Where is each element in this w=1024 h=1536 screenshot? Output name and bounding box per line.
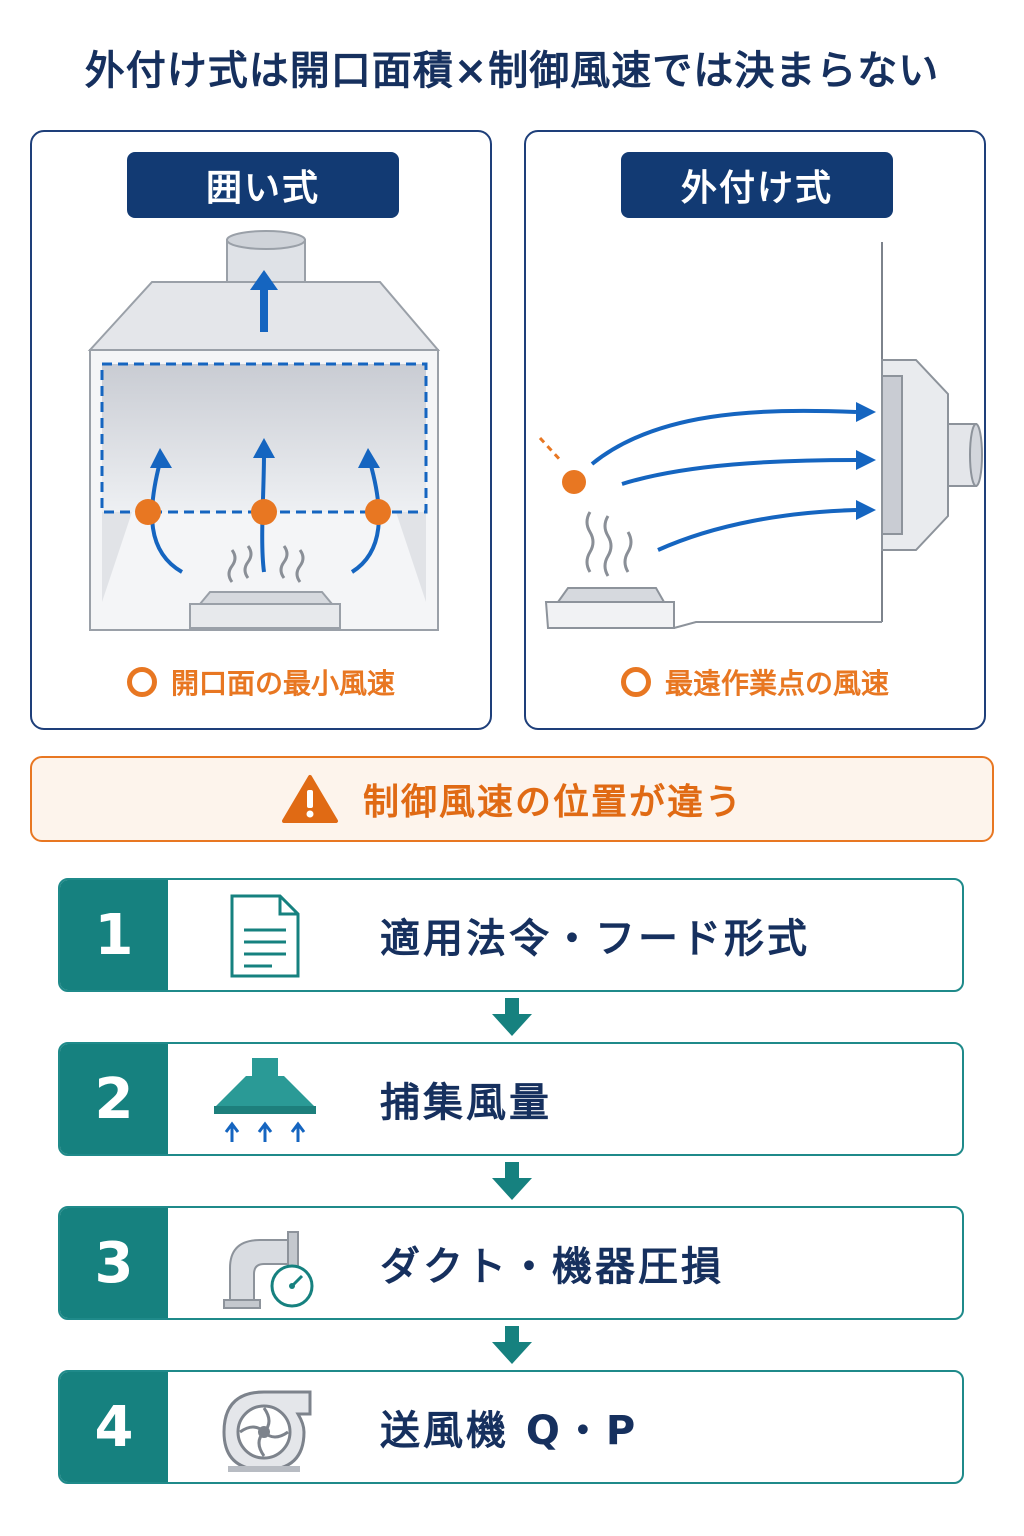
- warning-triangle-icon: [281, 775, 338, 823]
- step-label: 送風機 Q・P: [380, 1408, 639, 1454]
- down-arrow-icon: [492, 1162, 532, 1200]
- document-icon: [230, 894, 300, 978]
- duct-gauge-icon: [223, 1231, 314, 1309]
- external-hood-panel: 外付け式 最遠作業点の風速: [524, 130, 986, 730]
- step-2: 2 捕集風量: [58, 1042, 964, 1156]
- blower-fan-icon: [222, 1390, 312, 1472]
- step-label: 捕集風量: [380, 1080, 552, 1126]
- external-hood-caption-text: 最遠作業点の風速: [664, 667, 889, 700]
- step-label: ダクト・機器圧損: [380, 1244, 724, 1290]
- step-number: 3: [60, 1208, 168, 1318]
- step-label: 適用法令・フード形式: [380, 916, 810, 962]
- warning-banner: 制御風速の位置が違う: [30, 756, 994, 842]
- step-number: 1: [60, 880, 168, 990]
- step-1: 1 適用法令・フード形式: [58, 878, 964, 992]
- step-4: 4 送風機 Q・P: [58, 1370, 964, 1484]
- enclosed-hood-panel: 囲い式: [30, 130, 492, 730]
- down-arrow-icon: [492, 998, 532, 1036]
- circle-marker-icon: [620, 667, 651, 697]
- hood-icon: [214, 1058, 316, 1142]
- enclosed-hood-badge: 囲い式: [127, 152, 399, 218]
- step-number: 4: [60, 1372, 168, 1482]
- page-title: 外付け式は開口面積×制御風速では決まらない: [84, 48, 940, 94]
- enclosed-hood-caption-text: 開口面の最小風速: [170, 667, 395, 700]
- enclosed-hood-caption: 開口面の最小風速: [32, 662, 490, 702]
- circle-marker-icon: [126, 667, 157, 697]
- enclosed-hood-illustration: [87, 230, 441, 631]
- step-number: 2: [60, 1044, 168, 1154]
- external-hood-caption: 最遠作業点の風速: [526, 662, 984, 702]
- step-3: 3 ダクト・機器圧損: [58, 1206, 964, 1320]
- external-hood-badge: 外付け式: [621, 152, 893, 218]
- warning-text: 制御風速の位置が違う: [362, 782, 743, 823]
- down-arrow-icon: [492, 1326, 532, 1364]
- external-hood-illustration: [538, 242, 983, 629]
